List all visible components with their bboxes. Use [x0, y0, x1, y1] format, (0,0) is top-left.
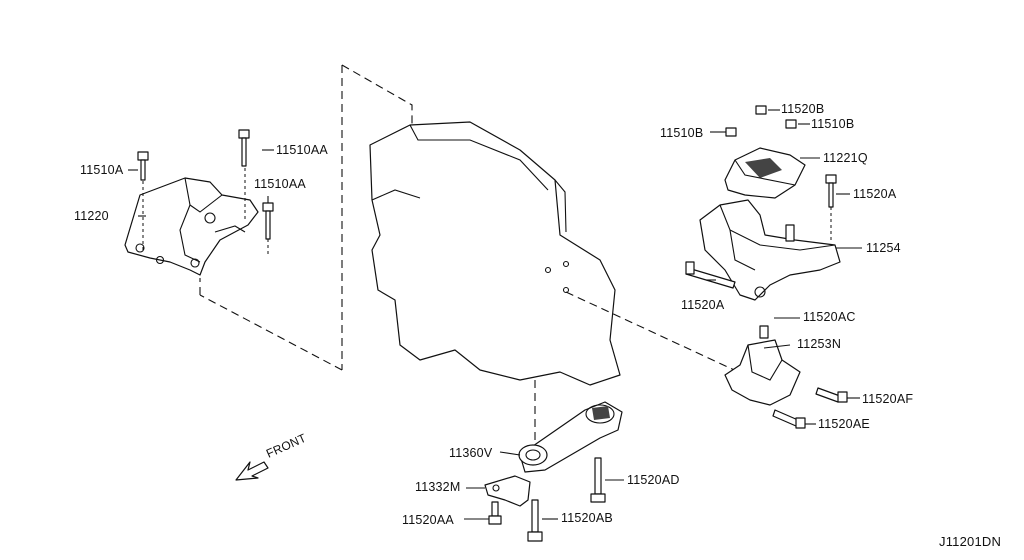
label-11520AF: 11520AF	[862, 392, 914, 406]
left-engine-mount	[124, 150, 269, 276]
bolt-11510A	[137, 151, 149, 181]
label-11520A-left: 11520A	[681, 298, 725, 312]
bolt-11520AD	[590, 457, 606, 503]
front-arrow-icon	[235, 461, 269, 481]
label-11510AA-lower: 11510AA	[254, 177, 306, 191]
label-11520AD: 11520AD	[627, 473, 680, 487]
diagram-id: J11201DN	[939, 534, 1002, 549]
label-11220: 11220	[74, 209, 109, 223]
bracket-11332M	[484, 475, 531, 507]
label-11254: 11254	[866, 241, 901, 255]
label-11520AC: 11520AC	[803, 310, 856, 324]
label-11360V: 11360V	[449, 446, 493, 460]
label-11520AB: 11520AB	[561, 511, 613, 525]
bolt-11510AA-upper	[238, 129, 250, 167]
label-11510AA-upper: 11510AA	[276, 143, 328, 157]
mount-11253N	[724, 325, 848, 429]
engine-block	[369, 121, 621, 386]
label-11510B-right: 11510B	[811, 117, 855, 131]
label-11221Q: 11221Q	[823, 151, 868, 165]
label-11510A: 11510A	[80, 163, 124, 177]
label-11332M: 11332M	[415, 480, 461, 494]
dashed-reference-frame	[199, 64, 746, 440]
leader-lines	[128, 109, 862, 520]
label-11520AE: 11520AE	[818, 417, 870, 431]
bolt-11510AA-lower	[262, 202, 274, 240]
upper-mount-11221Q	[724, 105, 806, 199]
bolt-11520AB	[527, 499, 543, 542]
torque-rod-11360V	[518, 401, 623, 473]
label-11520AA: 11520AA	[402, 513, 454, 527]
label-11520B: 11520B	[781, 102, 825, 116]
label-11510B-left: 11510B	[660, 126, 704, 140]
bolt-11520AA	[488, 501, 502, 525]
bracket-11254	[685, 174, 841, 301]
label-11520A-right: 11520A	[853, 187, 897, 201]
label-11253N: 11253N	[797, 337, 842, 351]
